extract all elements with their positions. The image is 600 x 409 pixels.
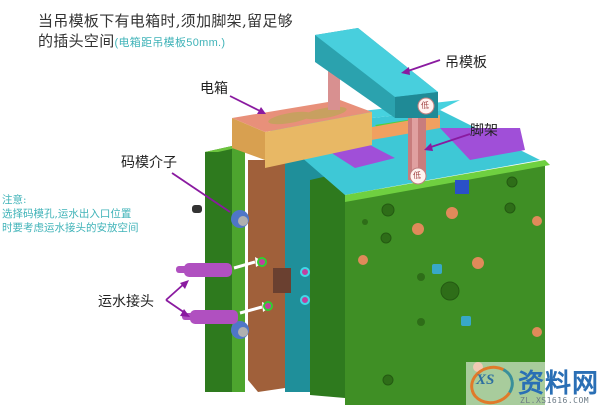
attention-line-2: 时要考虑运水接头的安放空间 [2,222,139,234]
watermark: XS 资料网 ZL.XS1616.COM [465,360,600,409]
watermark-url: ZL.XS1616.COM [520,396,590,405]
callout-electric-box: 电箱 [200,81,228,97]
heading-note: 当吊模板下有电箱时,须加脚架,留足够 的插头空间(电箱距吊模板50mm.) [38,11,293,53]
stamp-top: 低 [421,101,429,110]
heading-line-2: 的插头空间 [38,32,115,50]
heading-line-1: 当吊模板下有电箱时,须加脚架,留足够 [38,12,293,30]
watermark-logo-text: XS [476,372,495,388]
attention-line-1: 选择码模孔,运水出入口位置 [2,208,132,220]
callout-clamp-insert: 码模介子 [121,155,177,171]
attention-note: 注意: 选择码模孔,运水出入口位置 时要考虑运水接头的安放空间 [2,193,139,235]
callout-hanging-plate: 吊模板 [445,55,487,71]
callout-support-leg: 脚架 [470,123,498,139]
attention-heading: 注意: [2,194,27,206]
callout-water-connector: 运水接头 [98,294,154,310]
heading-subnote: (电箱距吊模板50mm.) [114,37,226,49]
stamp-bottom: 低 [413,171,421,180]
watermark-name: 资料网 [518,369,600,399]
